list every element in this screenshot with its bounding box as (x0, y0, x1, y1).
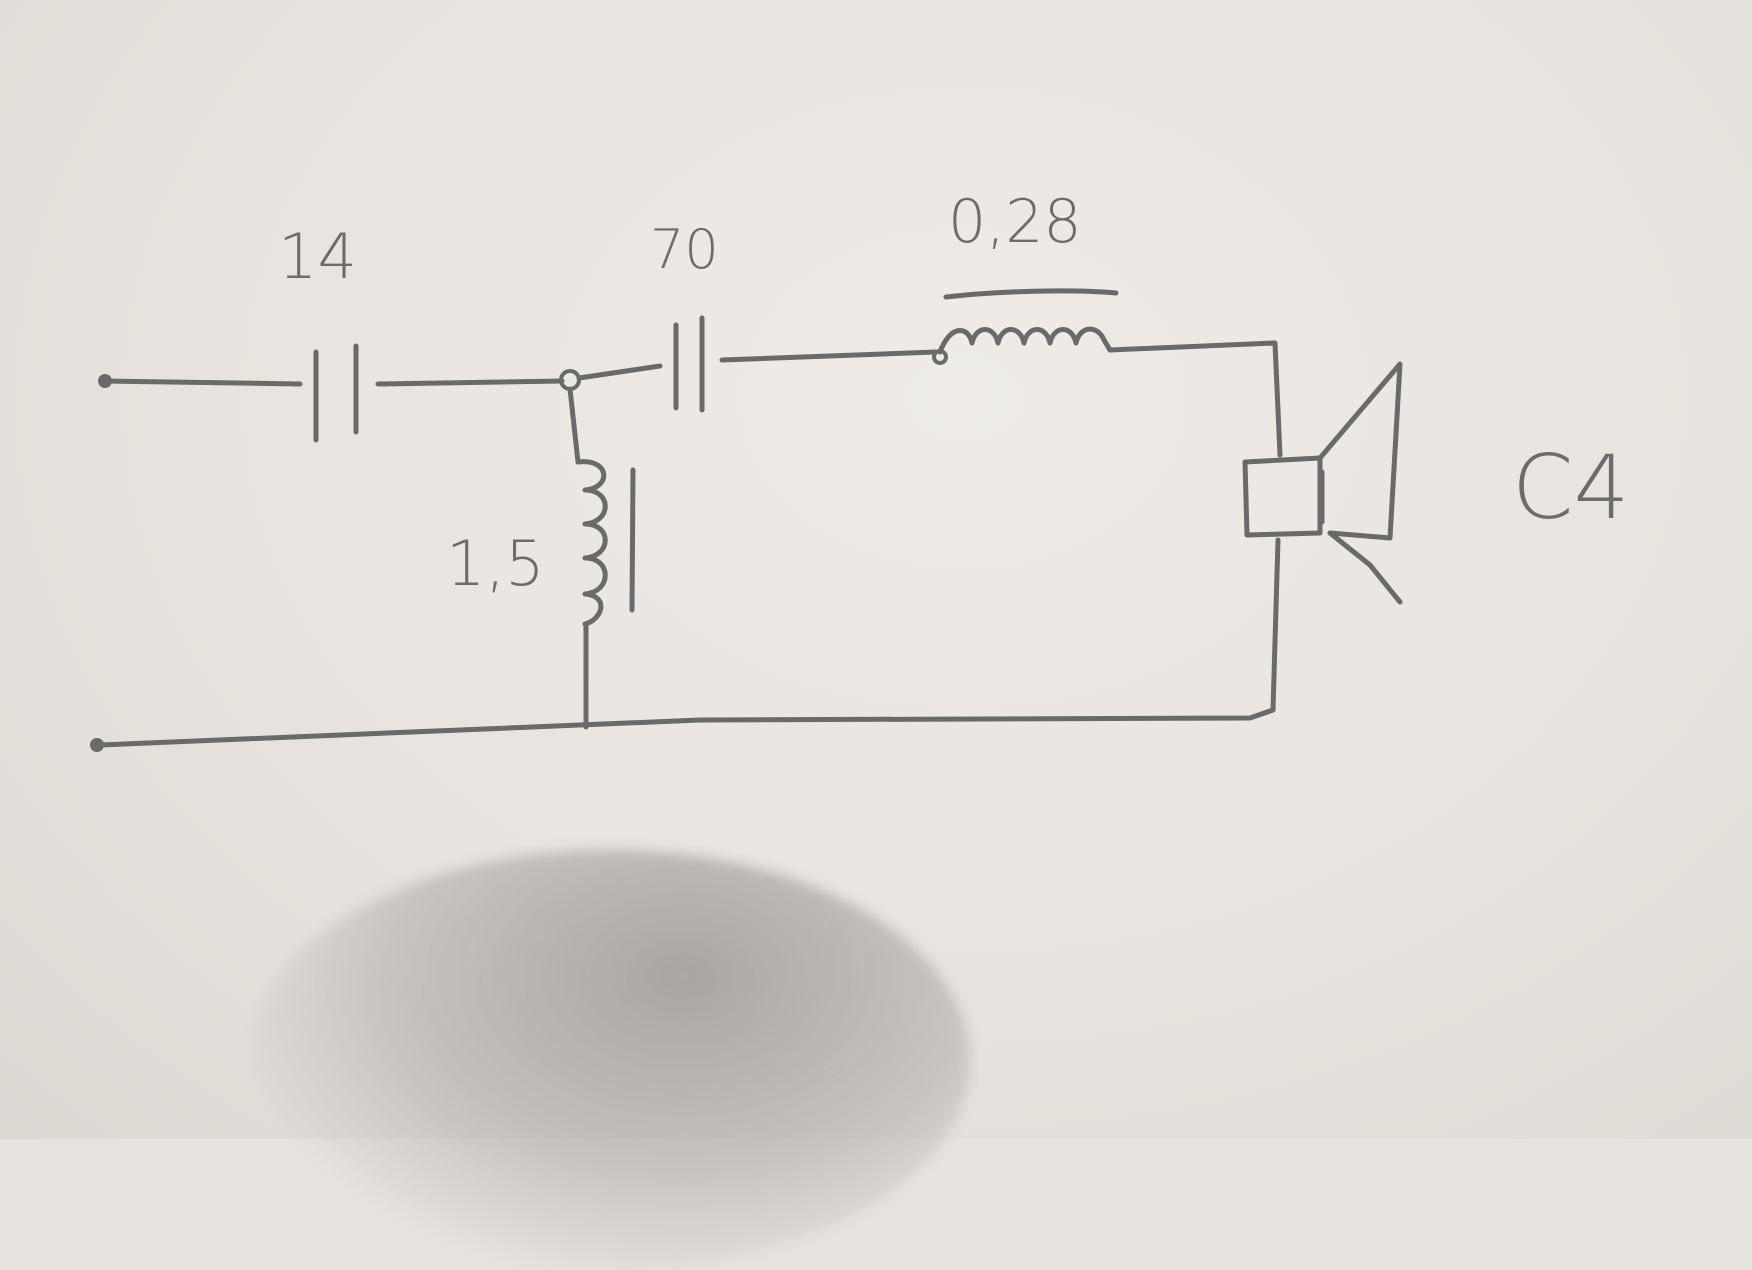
wire-c1-to-node (375, 378, 565, 387)
circuit-diagram: 14 70 0,28 1,5 C4 (90, 187, 1629, 752)
inductor-shunt-core (629, 467, 636, 613)
capacitor-c1 (313, 343, 359, 443)
inductor-series-core (943, 288, 1119, 300)
label-c1: 14 (278, 220, 357, 293)
wire-speaker-return (97, 537, 1281, 748)
capacitor-c2 (673, 315, 705, 413)
wire-node-to-shunt (567, 386, 581, 465)
label-l-series: 0,28 (948, 187, 1082, 257)
inductor-shunt (575, 459, 608, 627)
label-speaker: C4 (1512, 436, 1629, 539)
loudspeaker-icon (1242, 361, 1403, 605)
wire-node-to-c2 (576, 363, 663, 381)
wire-input-to-c1 (102, 378, 303, 387)
label-l-shunt: 1,5 (446, 527, 545, 600)
inductor-series (937, 326, 1113, 355)
input-terminal-bottom (90, 738, 104, 752)
wire-inductor-to-speaker (1107, 340, 1283, 458)
label-c2: 70 (650, 218, 719, 281)
wire-c2-to-inductor (719, 349, 938, 363)
